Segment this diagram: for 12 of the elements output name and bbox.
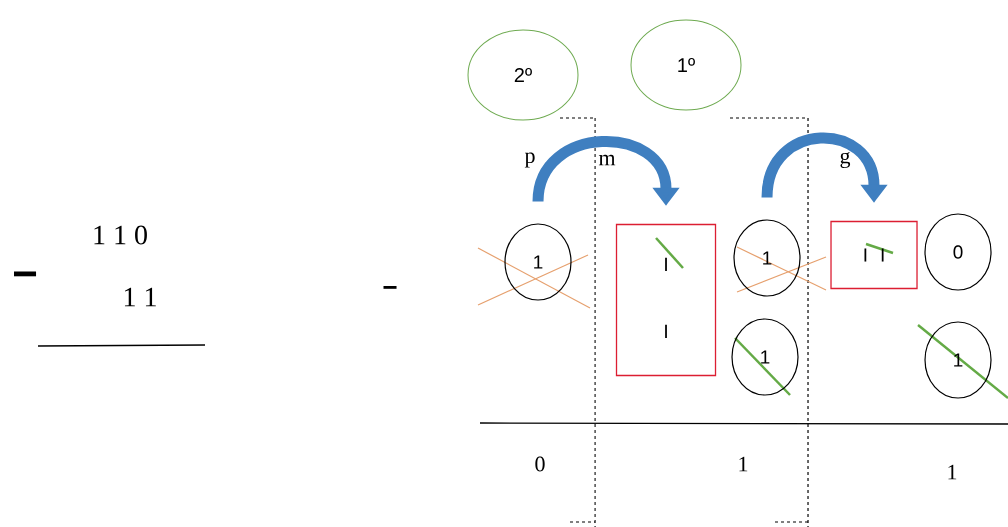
minus-sign: −: [383, 285, 397, 289]
minus-sign: −: [13, 271, 37, 277]
tally-box: I I: [615, 223, 717, 377]
operand-number: 1 1 0: [94, 225, 147, 245]
result-digit: 1: [739, 456, 748, 472]
column-letter: p: [524, 152, 535, 168]
operand-number: 1 1: [124, 287, 156, 307]
column-letter: g: [840, 152, 851, 168]
tally-box: I I: [830, 220, 918, 290]
result-digit: 1: [948, 464, 957, 480]
column-letter: m: [598, 154, 616, 166]
result-digit: 0: [535, 456, 545, 472]
